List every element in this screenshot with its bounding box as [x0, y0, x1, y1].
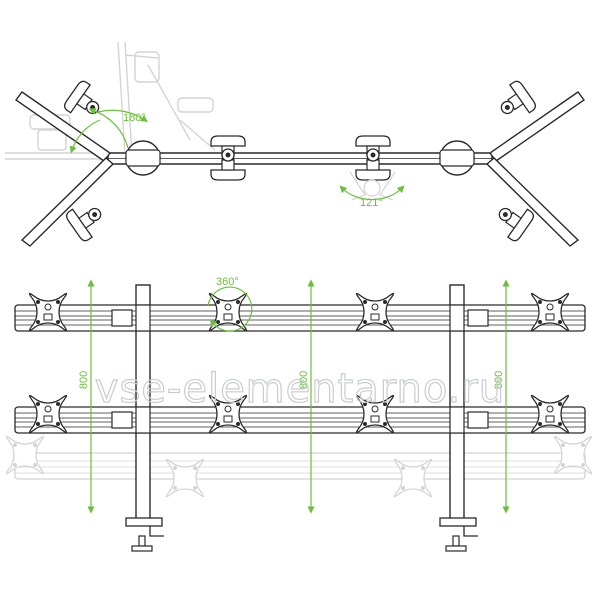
left-upper-arm — [15, 91, 115, 247]
upper-rail — [14, 304, 586, 332]
front-view: 360° 800 800 800 — [5, 276, 593, 552]
angle-arc-180 — [88, 107, 129, 149]
dimension-label-right: 800 — [493, 371, 505, 389]
top-view-main-bar — [107, 152, 493, 165]
angle-arc-121 — [339, 185, 405, 201]
rotation-arc-360 — [207, 286, 253, 332]
mount-head — [61, 78, 108, 126]
top-view-ghost-arm — [5, 41, 216, 160]
angle-label-180: 180° — [123, 112, 146, 124]
mount-head — [492, 78, 539, 126]
left-post — [125, 284, 164, 552]
angle-label-121: 121° — [360, 197, 383, 209]
rotation-label-360: 360° — [216, 276, 239, 288]
rail-joints — [111, 309, 489, 429]
dimension-label-center: 800 — [298, 371, 310, 389]
right-arms — [485, 91, 585, 247]
dimension-label-left: 800 — [78, 371, 90, 389]
right-post — [439, 284, 478, 552]
ghost-rail — [14, 452, 586, 480]
watermark: vse-elementarno.ru — [95, 366, 505, 412]
top-view: 180° 121° — [5, 41, 585, 247]
